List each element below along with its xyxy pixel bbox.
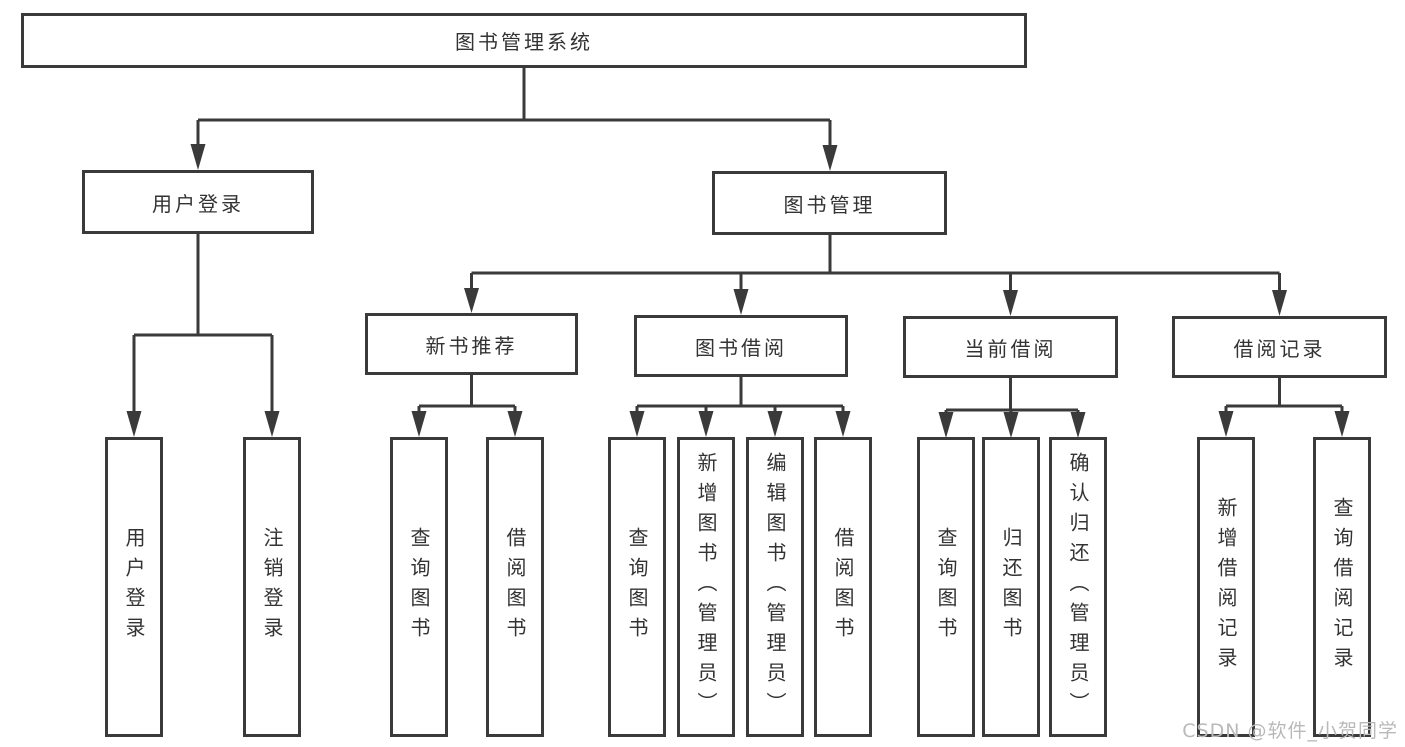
leaf-add-borrow-record-label: 新增借阅记录	[1214, 497, 1238, 677]
leaf-borrow-books: 借阅图书	[814, 437, 872, 737]
leaf-add-books-admin: 新增图书（管理员）	[677, 437, 735, 737]
node-current-borrowing-label: 当前借阅	[964, 336, 1057, 361]
leaf-newbook-borrow-books-label: 借阅图书	[503, 527, 527, 647]
leaf-confirm-return-admin: 确认归还（管理员）	[1049, 437, 1107, 737]
leaf-add-borrow-record: 新增借阅记录	[1197, 437, 1255, 737]
connector-cur-borrow-children	[938, 378, 1086, 438]
connector-root-to-level2	[190, 68, 838, 171]
leaf-return-books-label: 归还图书	[999, 527, 1023, 647]
connector-borrow-rec-children	[1218, 378, 1350, 437]
node-user-login-label: 用户登录	[152, 191, 244, 216]
leaf-borrowing-query-books-label: 查询图书	[625, 527, 649, 647]
connector-user-login-children	[126, 234, 280, 437]
leaf-edit-books-admin: 编辑图书（管理员）	[746, 437, 804, 737]
leaf-user-login: 用户登录	[105, 437, 163, 737]
node-book-borrowing-label: 图书借阅	[695, 335, 787, 360]
leaf-user-login-label: 用户登录	[122, 527, 146, 647]
leaf-newbook-borrow-books: 借阅图书	[486, 437, 544, 737]
leaf-current-query-books: 查询图书	[917, 437, 975, 737]
leaf-logout-label: 注销登录	[260, 527, 284, 647]
leaf-borrowing-query-books: 查询图书	[608, 437, 666, 737]
node-current-borrowing: 当前借阅	[903, 316, 1118, 378]
leaf-current-query-books-label: 查询图书	[934, 527, 958, 647]
leaf-query-borrow-record: 查询借阅记录	[1313, 437, 1371, 737]
connector-book-borrow-children	[629, 377, 851, 437]
leaf-newbook-query-books: 查询图书	[390, 437, 448, 737]
node-borrowing-records-label: 借阅记录	[1233, 336, 1326, 361]
leaf-query-borrow-record-label: 查询借阅记录	[1330, 497, 1354, 677]
node-root-system: 图书管理系统	[21, 13, 1027, 68]
leaf-logout: 注销登录	[243, 437, 301, 737]
connector-book-mgmt-children	[464, 235, 1287, 316]
leaf-return-books: 归还图书	[982, 437, 1040, 737]
node-new-book-recommend-label: 新书推荐	[425, 333, 518, 358]
leaf-edit-books-admin-label: 编辑图书（管理员）	[763, 452, 787, 722]
leaf-newbook-query-books-label: 查询图书	[407, 527, 431, 647]
node-book-management-label: 图书管理	[783, 192, 876, 217]
leaf-borrow-books-label: 借阅图书	[831, 527, 855, 647]
node-book-borrowing: 图书借阅	[634, 315, 848, 377]
csdn-watermark: CSDN @软件_小贺同学	[1182, 720, 1398, 742]
node-root-label: 图书管理系统	[455, 30, 593, 54]
leaf-add-books-admin-label: 新增图书（管理员）	[694, 452, 718, 722]
node-borrowing-records: 借阅记录	[1172, 316, 1387, 378]
connector-new-book-children	[411, 375, 523, 437]
node-user-login: 用户登录	[82, 170, 314, 234]
node-new-book-recommend: 新书推荐	[365, 313, 578, 375]
leaf-confirm-return-admin-label: 确认归还（管理员）	[1066, 452, 1090, 722]
node-book-management: 图书管理	[712, 171, 947, 235]
